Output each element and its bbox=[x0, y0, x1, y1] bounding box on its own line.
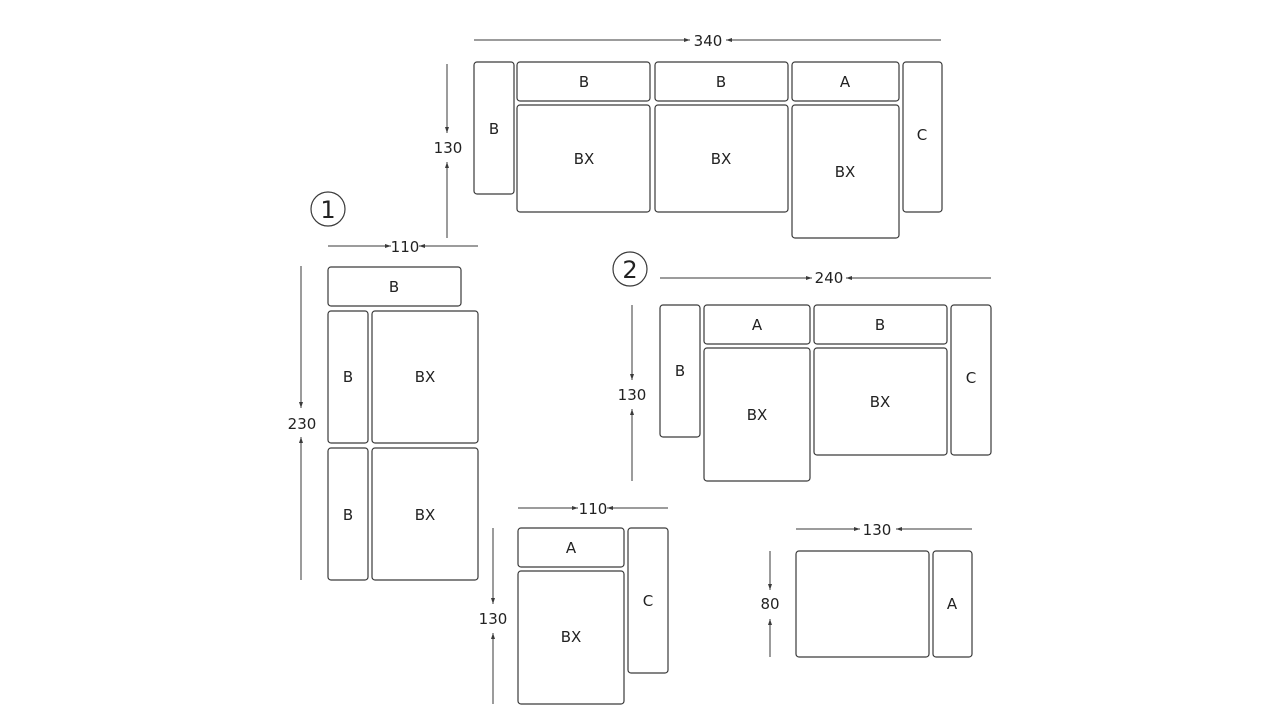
part-back-top: B bbox=[327, 266, 462, 307]
config-2: 2 240 130 B A B bbox=[612, 251, 992, 482]
part-label: BX bbox=[711, 150, 732, 168]
part-label: B bbox=[716, 73, 726, 91]
part-label: A bbox=[752, 316, 763, 334]
part-back-left-2: B bbox=[327, 447, 369, 581]
width-dimension-label: 340 bbox=[694, 32, 723, 50]
part-seat-2: BX bbox=[813, 347, 948, 456]
config-3: 110 130 A C BX bbox=[479, 500, 669, 705]
part-label: BX bbox=[870, 393, 891, 411]
part-label: B bbox=[489, 120, 499, 138]
part-label: B bbox=[343, 368, 353, 386]
part-label: BX bbox=[415, 506, 436, 524]
part-label: A bbox=[840, 73, 851, 91]
part-label: BX bbox=[574, 150, 595, 168]
height-dimension-label: 230 bbox=[288, 415, 317, 433]
height-dimension-label: 130 bbox=[434, 139, 463, 157]
part-label: A bbox=[566, 539, 577, 557]
part-label: B bbox=[343, 506, 353, 524]
height-dimension: 130 bbox=[479, 528, 508, 704]
part-back: A bbox=[517, 527, 625, 568]
height-dimension-label: 130 bbox=[479, 610, 508, 628]
part-back-left-1: B bbox=[327, 310, 369, 444]
width-dimension-label: 110 bbox=[391, 238, 420, 256]
part-back-2: B bbox=[654, 61, 789, 102]
part-seat-2: BX bbox=[371, 447, 479, 581]
part-label: BX bbox=[835, 163, 856, 181]
part-arm-right: A bbox=[932, 550, 973, 658]
part-seat-3: BX bbox=[791, 104, 900, 239]
part-label: C bbox=[917, 126, 927, 144]
part-arm-right: C bbox=[902, 61, 943, 213]
width-dimension-label: 130 bbox=[863, 521, 892, 539]
part-arm-left: B bbox=[473, 61, 515, 195]
part-back-2: B bbox=[813, 304, 948, 345]
height-dimension: 230 bbox=[288, 266, 317, 580]
width-dimension-label: 110 bbox=[579, 500, 608, 518]
part-seat bbox=[795, 550, 930, 658]
part-arm-left: B bbox=[659, 304, 701, 438]
part-back-1: B bbox=[516, 61, 651, 102]
width-dimension: 130 bbox=[796, 521, 972, 539]
config-number: 1 bbox=[320, 196, 335, 224]
part-back-3: A bbox=[791, 61, 900, 102]
part-label: C bbox=[966, 369, 976, 387]
part-label: BX bbox=[415, 368, 436, 386]
height-dimension: 80 bbox=[760, 551, 780, 657]
part-label: A bbox=[947, 595, 958, 613]
part-label: B bbox=[389, 278, 399, 296]
part-label: BX bbox=[561, 628, 582, 646]
config-top: 340 130 B B B A C bbox=[434, 32, 943, 239]
part-label: B bbox=[875, 316, 885, 334]
part-label: BX bbox=[747, 406, 768, 424]
width-dimension: 340 bbox=[474, 32, 941, 50]
config-1: 1 110 230 B B BX bbox=[288, 191, 479, 581]
part-seat-2: BX bbox=[654, 104, 789, 213]
width-dimension: 110 bbox=[328, 238, 478, 256]
part-seat-1: BX bbox=[516, 104, 651, 213]
config-number: 2 bbox=[622, 256, 637, 284]
part-label: C bbox=[643, 592, 653, 610]
part-seat-1: BX bbox=[371, 310, 479, 444]
height-dimension: 130 bbox=[434, 64, 463, 238]
height-dimension-label: 130 bbox=[618, 386, 647, 404]
width-dimension-label: 240 bbox=[815, 269, 844, 287]
width-dimension: 240 bbox=[660, 269, 991, 287]
height-dimension-label: 80 bbox=[760, 595, 779, 613]
part-label: B bbox=[579, 73, 589, 91]
config-number-badge: 2 bbox=[612, 251, 648, 287]
height-dimension: 130 bbox=[618, 305, 647, 481]
part-back-1: A bbox=[703, 304, 811, 345]
part-seat-1: BX bbox=[703, 347, 811, 482]
config-number-badge: 1 bbox=[310, 191, 346, 227]
width-dimension: 110 bbox=[518, 500, 668, 518]
config-4: 130 80 A bbox=[760, 521, 973, 658]
part-arm-right: C bbox=[950, 304, 992, 456]
part-label: B bbox=[675, 362, 685, 380]
part-arm-right: C bbox=[627, 527, 669, 674]
part-seat: BX bbox=[517, 570, 625, 705]
